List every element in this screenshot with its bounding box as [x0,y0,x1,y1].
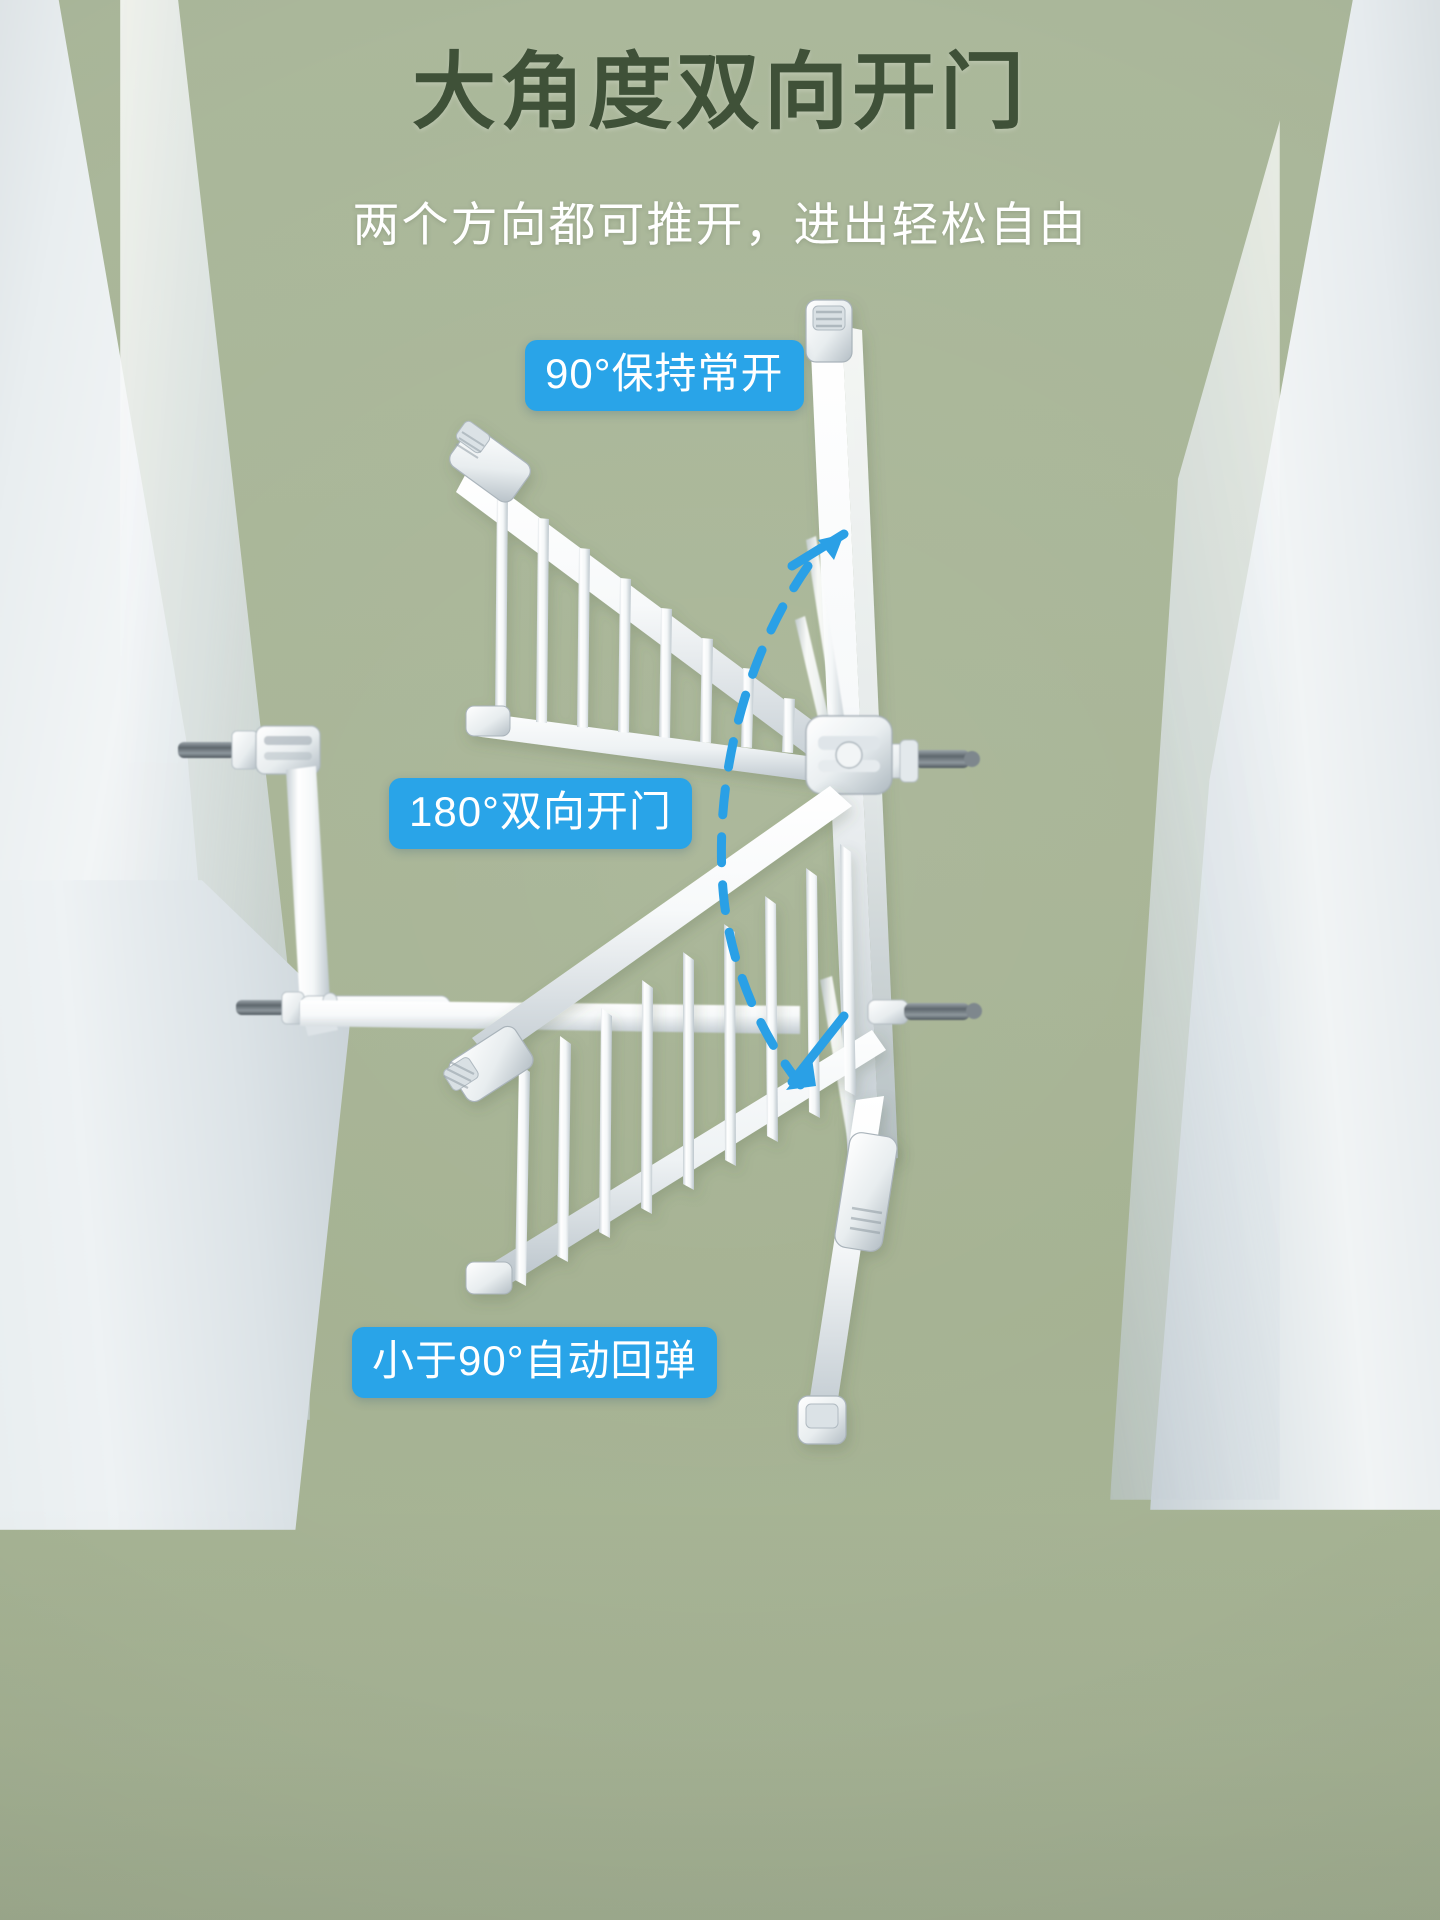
swing-down-arrow [786,1011,849,1090]
gate-latch-block-right [834,1132,898,1252]
gate-hinge-hub [805,715,893,795]
gate-leg-lower-right [797,1096,898,1445]
swing-up-arrow [787,529,849,571]
callout-badge-hold-open: 90°保持常开 [525,340,804,412]
gate-latch-cap-upper-left [449,420,531,503]
gate-end-cap-lower-left-bottom [465,1261,513,1295]
wall-mount-right-lower [867,999,982,1025]
page-subtitle: 两个方向都可推开，进出轻松自由 [352,198,1088,251]
callout-badge-auto-rebound: 小于90°自动回弹 [352,1327,717,1399]
swing-arc-indicator [716,529,849,1099]
gate-top-cap-right [805,299,853,363]
page-title: 大角度双向开门 [411,45,1028,139]
gate-wing-lower-left [443,786,886,1295]
wall-mount-left-upper [178,725,321,775]
gate-end-cap-upper-left-bottom [465,705,511,737]
gate-latch-cap-lower-left [443,1025,534,1103]
gate-wing-upper-left [449,420,852,786]
gate-bars-upper-left [495,488,795,753]
wall-panel-left-lower [0,880,350,1530]
floor-shadow [0,1500,1440,1920]
callout-badge-bidirectional: 180°双向开门 [389,778,692,850]
gate-foot-cap-right [797,1395,847,1445]
